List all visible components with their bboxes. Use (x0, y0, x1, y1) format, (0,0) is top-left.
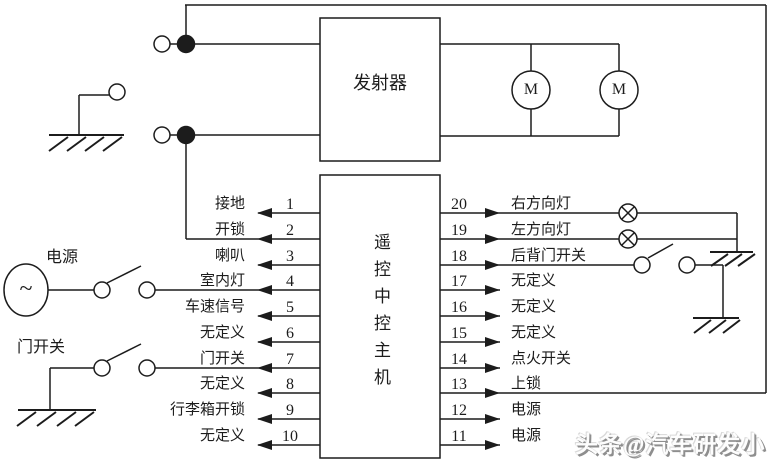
arrowhead-icon (257, 311, 272, 321)
pin-label: 后背门开关 (511, 248, 587, 264)
pin-number: 12 (451, 402, 467, 419)
pin-number: 6 (286, 325, 294, 342)
pin-label: 车速信号 (184, 299, 245, 315)
pin-number: 5 (286, 299, 294, 316)
lamp-icon (618, 229, 638, 249)
controller-label: 遥控中控主机 (371, 233, 390, 395)
left-arrowheads (257, 208, 272, 450)
pin-label: 门开关 (199, 351, 245, 367)
pin-number: 18 (451, 248, 467, 265)
pin-number: 7 (286, 351, 294, 368)
pin-number: 19 (451, 222, 467, 239)
pin-number: 14 (451, 351, 467, 368)
arrowhead-icon (257, 234, 272, 244)
pin-label: 电源 (511, 402, 542, 418)
arrowhead-icon (485, 388, 500, 398)
pin-number: 1 (286, 196, 294, 213)
ground-icon (693, 317, 741, 334)
ground-icon (16, 409, 96, 427)
arrowhead-icon (485, 208, 500, 218)
ground-icon (48, 134, 124, 152)
controller-box (319, 174, 441, 459)
arrowhead-icon (485, 440, 500, 450)
arrowhead-icon (485, 234, 500, 244)
switch-icon (93, 265, 156, 299)
motor-symbol: M (523, 81, 539, 98)
door-switch-label: 门开关 (17, 339, 66, 356)
arrowhead-icon (257, 414, 272, 424)
arrowhead-icon (257, 363, 272, 373)
pin-number: 13 (451, 376, 467, 393)
pin-number: 15 (451, 325, 467, 342)
arrowhead-icon (485, 337, 500, 347)
motor-icon (511, 70, 551, 110)
arrowhead-icon (485, 260, 500, 270)
switch-icon (93, 343, 156, 377)
pin-number: 4 (286, 273, 294, 290)
pin-label: 左方向灯 (511, 222, 572, 238)
connector-terminal-icon (153, 34, 196, 54)
pin-number: 17 (451, 273, 467, 290)
pin-label: 开锁 (214, 222, 245, 238)
transmitter-label: 发射器 (353, 73, 407, 93)
top-loop-wire (185, 4, 767, 393)
right-pin-wires (440, 212, 766, 446)
pin-number: 20 (451, 196, 467, 213)
connector-terminal-icon (153, 125, 196, 145)
arrowhead-icon (485, 363, 500, 373)
pin-label: 上锁 (511, 376, 542, 392)
pin-label: 室内灯 (199, 273, 245, 289)
pin-label: 接地 (214, 196, 245, 212)
arrowhead-icon (257, 208, 272, 218)
switch-icon (633, 243, 696, 274)
transmitter-box (319, 17, 441, 162)
pin-label: 无定义 (511, 273, 557, 289)
motor-symbol: M (611, 81, 627, 98)
pin-number: 9 (286, 402, 294, 419)
arrowhead-icon (485, 285, 500, 295)
pin-label: 右方向灯 (511, 196, 572, 212)
arrowhead-icon (257, 260, 272, 270)
power-source-label: 电源 (46, 249, 79, 266)
arrowhead-icon (257, 440, 272, 450)
pin-number: 2 (286, 222, 294, 239)
pin-label: 无定义 (511, 299, 557, 315)
arrowhead-icon (485, 414, 500, 424)
pin-label: 电源 (511, 428, 542, 444)
arrowhead-icon (257, 388, 272, 398)
right-arrowheads (485, 208, 500, 450)
pin-number: 8 (286, 376, 294, 393)
pin-label: 点火开关 (511, 351, 572, 367)
pin-label: 喇叭 (214, 248, 245, 264)
left-pin-wires (155, 212, 320, 446)
pin-number: 16 (451, 299, 467, 316)
watermark: 头条@汽车研发小记 (575, 432, 766, 457)
arrowhead-icon (257, 285, 272, 295)
pin-label: 无定义 (199, 376, 245, 392)
lamp-icon (618, 203, 638, 223)
ground-icon (710, 251, 756, 267)
pin-label: 行李箱开锁 (169, 402, 245, 418)
pin-number: 10 (282, 428, 298, 445)
arrowhead-icon (257, 337, 272, 347)
arrowhead-icon (485, 311, 500, 321)
pin-number: 3 (286, 248, 294, 265)
pin-label: 无定义 (511, 325, 557, 341)
pin-label: 无定义 (199, 325, 245, 341)
tailgate-ground-wire (695, 264, 724, 318)
remote-button-icon (78, 83, 126, 135)
door-switch-wires (49, 367, 94, 410)
pin-label: 无定义 (199, 428, 245, 444)
motor-icon (599, 70, 639, 110)
ac-source-symbol: ~ (19, 276, 33, 302)
motor-circuit-wires (440, 43, 620, 137)
pin-number: 11 (451, 428, 467, 445)
